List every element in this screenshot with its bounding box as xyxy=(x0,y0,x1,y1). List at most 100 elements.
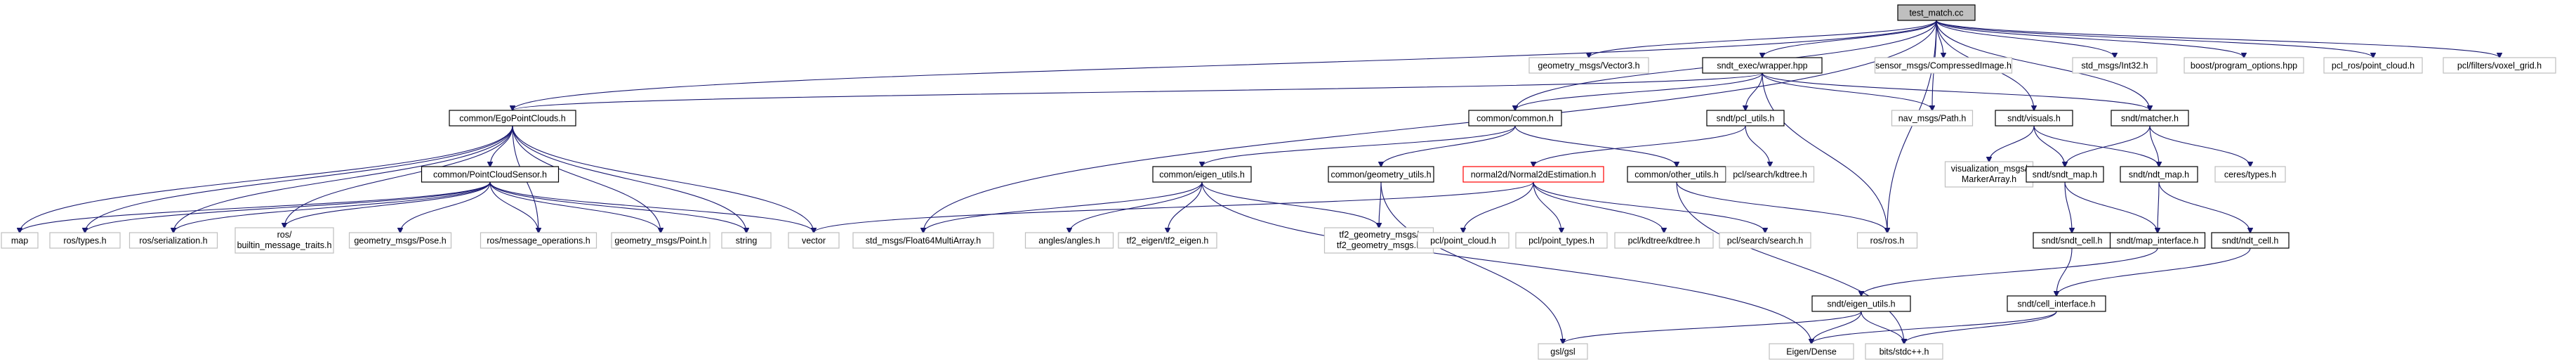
node-box xyxy=(2214,166,2286,183)
edge-common-to-geomutils xyxy=(1381,125,1516,167)
node-label: common/geometry_utils.h xyxy=(1330,169,1431,179)
node-normal2d-normal2destimation-h[interactable]: normal2d/Normal2dEstimation.h xyxy=(1462,166,1604,183)
node-common-geometry-utils-h[interactable]: common/geometry_utils.h xyxy=(1328,166,1434,183)
node-sndt-visuals-h[interactable]: sndt/visuals.h xyxy=(1995,110,2073,127)
node-label: pcl/point_cloud.h xyxy=(1430,235,1496,245)
edge-root-to-voxel xyxy=(1936,20,2499,58)
node-box xyxy=(2443,57,2556,74)
node-label: Eigen/Dense xyxy=(1786,347,1837,356)
node-box xyxy=(421,166,560,183)
node-label: sndt/matcher.h xyxy=(2121,113,2179,123)
node-std-msgs-float64multiarray-h: std_msgs/Float64MultiArray.h xyxy=(852,232,994,249)
edge-ego-to-rostypes xyxy=(85,125,513,233)
edge-sndteigen-to-bits xyxy=(1861,311,1904,344)
node-box xyxy=(1719,232,1811,249)
node-box xyxy=(1702,57,1823,74)
edge-ndtmap-to-ndtcell xyxy=(2158,181,2250,233)
node-bits-stdc-h: bits/stdc++.h xyxy=(1865,343,1943,360)
node-label: ros/ros.h xyxy=(1870,235,1905,245)
edge-pclutils-to-normal2d xyxy=(1533,125,1746,167)
node-sndt-map-interface-h[interactable]: sndt/map_interface.h xyxy=(2109,232,2206,249)
node-pcl-ros-point-cloud-h: pcl_ros/point_cloud.h xyxy=(2323,57,2423,74)
node-ros-serialization-h: ros/serialization.h xyxy=(128,232,218,249)
node-label: sndt/sndt_map.h xyxy=(2033,169,2097,179)
node-ros-builtin-message-traits-h: ros/builtin_message_traits.h xyxy=(235,227,334,254)
edge-wrapper-to-navpath xyxy=(1762,72,1932,110)
node-label: vector xyxy=(802,235,826,245)
node-label: tf2_eigen/tf2_eigen.h xyxy=(1127,235,1209,245)
node-label: angles/angles.h xyxy=(1038,235,1100,245)
edge-eigenutils-to-f64arr xyxy=(923,181,1203,233)
node-box xyxy=(1614,232,1714,249)
node-common-pointcloudsensor-h[interactable]: common/PointCloudSensor.h xyxy=(421,166,560,183)
node-label: common/PointCloudSensor.h xyxy=(433,169,547,179)
node-label: nav_msgs/Path.h xyxy=(1898,113,1967,123)
node-sndt-cell-interface-h[interactable]: sndt/cell_interface.h xyxy=(2007,295,2106,312)
node-test-match-cc[interactable]: test_match.cc xyxy=(1897,4,1976,21)
node-box xyxy=(235,227,334,254)
node-sndt-eigen-utils-h[interactable]: sndt/eigen_utils.h xyxy=(1811,295,1911,312)
node-box xyxy=(2072,57,2158,74)
node-sndt-sndt-cell-h[interactable]: sndt/sndt_cell.h xyxy=(2033,232,2111,249)
node-box xyxy=(721,232,772,249)
node-box xyxy=(2184,57,2304,74)
node-box xyxy=(2007,295,2106,312)
edge-root-to-progopt xyxy=(1936,20,2244,58)
node-label: pcl/filters/voxel_grid.h xyxy=(2457,60,2542,70)
edge-otherutils-to-bits xyxy=(1676,181,1904,344)
node-box xyxy=(1,232,39,249)
node-box xyxy=(1468,110,1562,127)
edge-wrapper-to-ego xyxy=(513,72,1763,110)
node-eigen-dense: Eigen/Dense xyxy=(1769,343,1854,360)
node-sensor-msgs-compressedimage-h: sensor_msgs/CompressedImage.h xyxy=(1874,57,2013,74)
node-sndt-ndt-cell-h[interactable]: sndt/ndt_cell.h xyxy=(2211,232,2290,249)
node-label: geometry_msgs/Pose.h xyxy=(354,235,446,245)
node-ceres-types-h: ceres/types.h xyxy=(2214,166,2286,183)
edge-root-to-vector3 xyxy=(1589,20,1937,58)
node-sndt-ndt-map-h[interactable]: sndt/ndt_map.h xyxy=(2120,166,2198,183)
node-box xyxy=(2111,110,2189,127)
node-common-common-h[interactable]: common/common.h xyxy=(1468,110,1562,127)
node-ros-ros-h: ros/ros.h xyxy=(1856,232,1918,249)
node-sndt-matcher-h[interactable]: sndt/matcher.h xyxy=(2111,110,2189,127)
node-common-other-utils-h[interactable]: common/other_utils.h xyxy=(1627,166,1726,183)
node-label: std_msgs/Float64MultiArray.h xyxy=(866,235,981,245)
node-label: normal2d/Normal2dEstimation.h xyxy=(1471,169,1597,179)
edge-pcs-to-pose xyxy=(400,181,491,233)
node-label: sndt/cell_interface.h xyxy=(2017,299,2095,309)
node-label: sndt_exec/wrapper.hpp xyxy=(1717,60,1807,70)
node-label: gsl/gsl xyxy=(1550,347,1575,356)
node-geometry-msgs-point-h: geometry_msgs/Point.h xyxy=(611,232,711,249)
node-label: sensor_msgs/CompressedImage.h xyxy=(1875,60,2012,70)
node-label: bits/stdc++.h xyxy=(1880,347,1929,356)
edge-ego-to-string xyxy=(512,125,746,233)
node-common-eigen-utils-h[interactable]: common/eigen_utils.h xyxy=(1152,166,1252,183)
edge-common-to-otherutils xyxy=(1514,125,1677,167)
node-box xyxy=(1462,166,1604,183)
edge-normal2d-to-pclkdtree xyxy=(1533,181,1664,233)
edge-sndtmap-to-mapiface xyxy=(2064,181,2158,233)
node-label: map xyxy=(11,235,28,245)
node-sndt-pcl-utils-h[interactable]: sndt/pcl_utils.h xyxy=(1706,110,1785,127)
node-map: map xyxy=(1,232,39,249)
edge-normal2d-to-pclsearch xyxy=(1533,181,1765,233)
node-pcl-kdtree-kdtree-h: pcl/kdtree/kdtree.h xyxy=(1614,232,1714,249)
node-label: ros/message_operations.h xyxy=(487,235,590,245)
node-sndt-exec-wrapper-hpp[interactable]: sndt_exec/wrapper.hpp xyxy=(1702,57,1823,74)
node-label: sndt/ndt_map.h xyxy=(2129,169,2189,179)
node-label: geometry_msgs/Point.h xyxy=(614,235,706,245)
node-sndt-sndt-map-h[interactable]: sndt/sndt_map.h xyxy=(2026,166,2104,183)
node-label: pcl/kdtree/kdtree.h xyxy=(1628,235,1700,245)
node-box xyxy=(480,232,597,249)
edge-geomutils-to-tf2geom xyxy=(1379,181,1381,228)
node-box xyxy=(611,232,711,249)
node-label: pcl_ros/point_cloud.h xyxy=(2332,60,2415,70)
edge-geomutils-to-gsl xyxy=(1380,181,1563,344)
edge-pcs-to-msgops xyxy=(489,181,539,233)
edge-root-to-pclros xyxy=(1936,20,2373,58)
node-box xyxy=(1891,110,1974,127)
node-common-egopointclouds-h[interactable]: common/EgoPointClouds.h xyxy=(449,110,576,127)
edge-ego-to-rosser xyxy=(173,125,513,233)
node-label: ros/serialization.h xyxy=(139,235,207,245)
node-box xyxy=(1725,166,1815,183)
